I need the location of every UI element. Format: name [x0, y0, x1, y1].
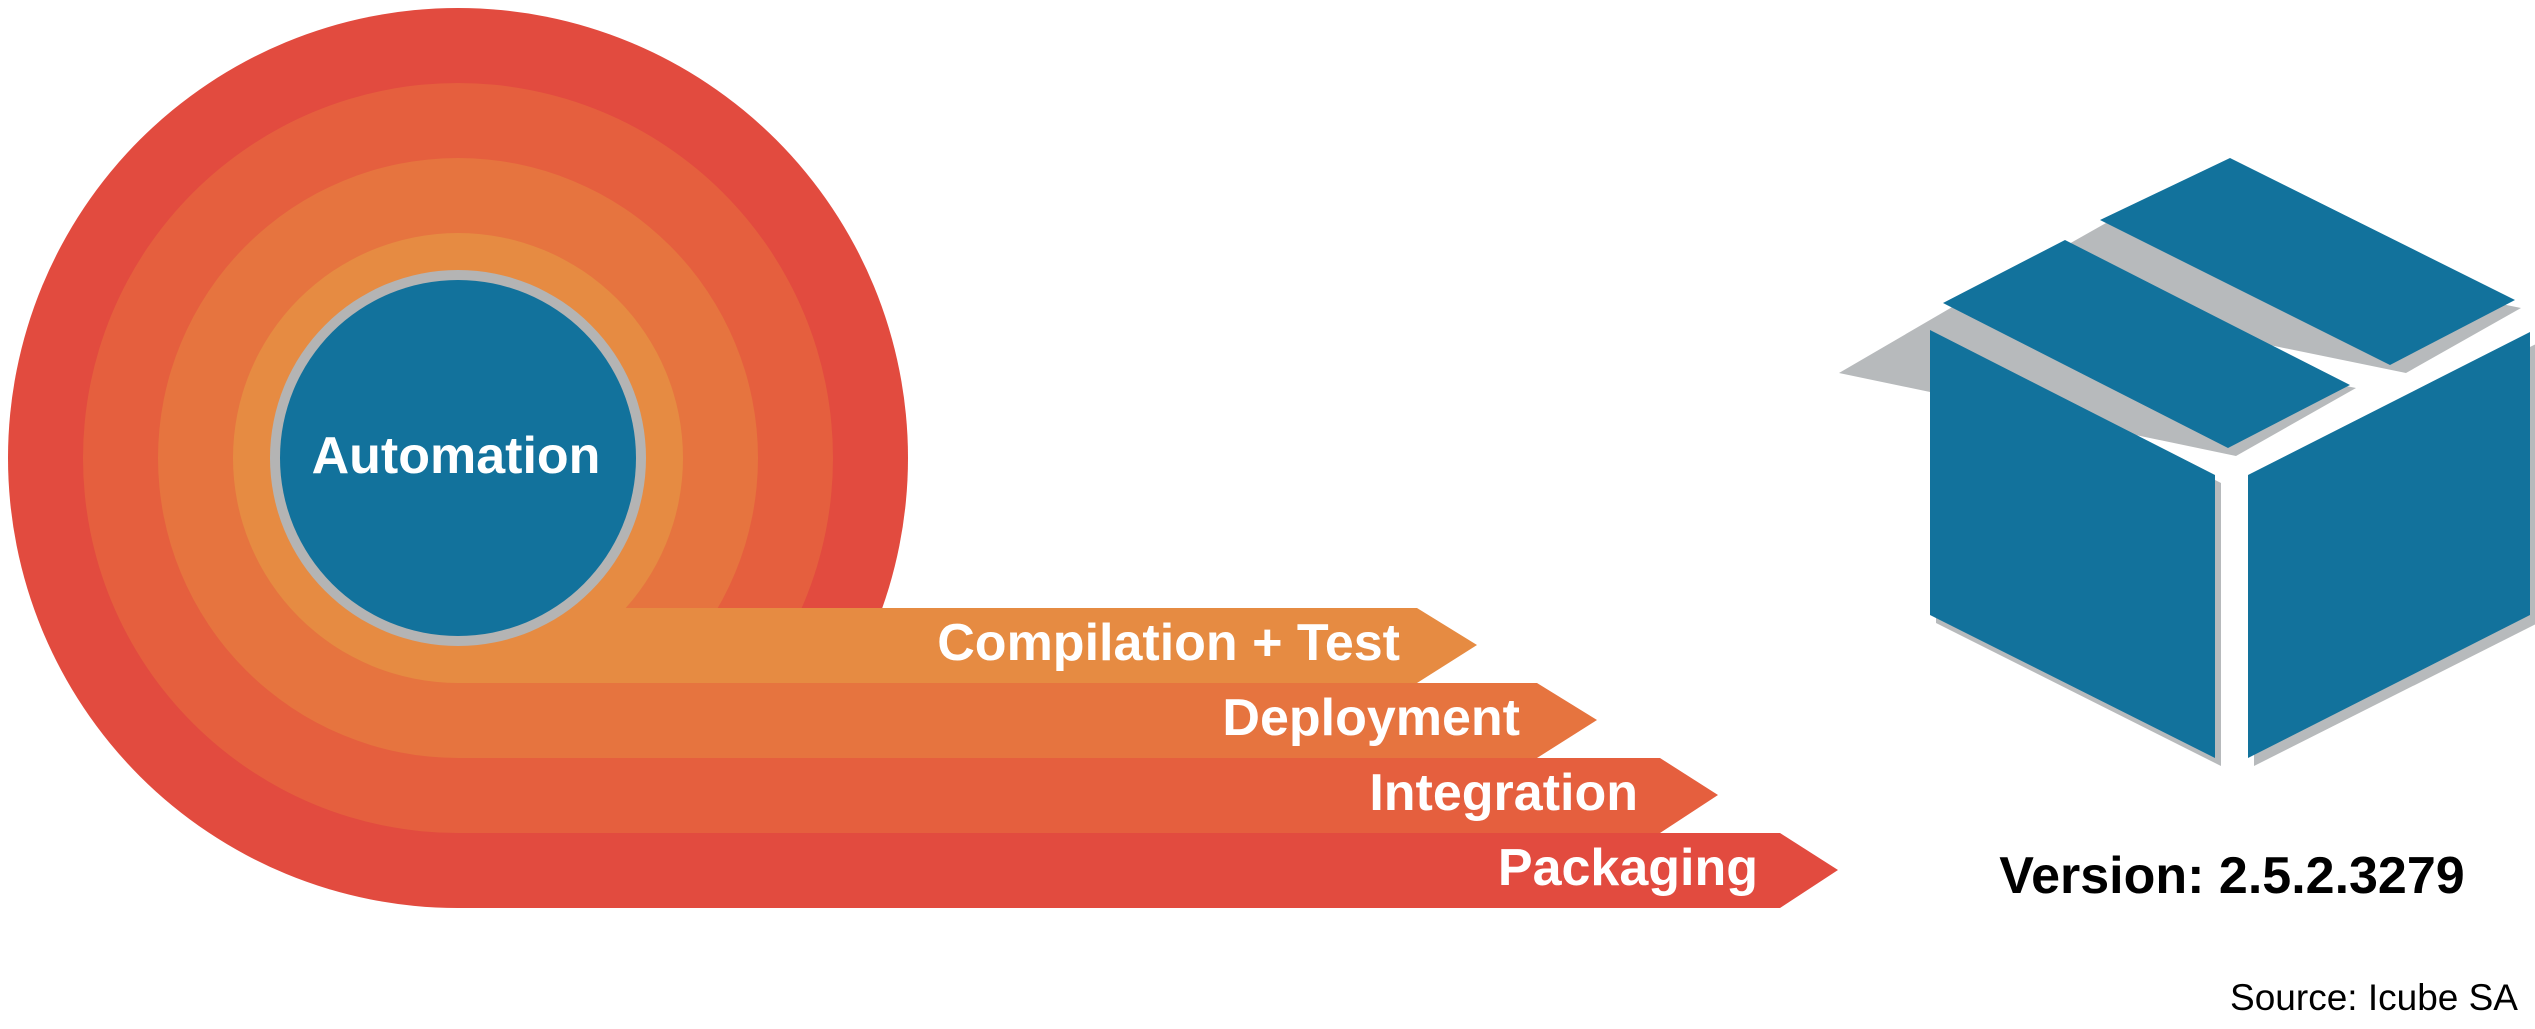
- stage-label-integration: Integration: [1369, 764, 1638, 822]
- box-flap-front: [1943, 240, 2350, 448]
- hub-circle: [280, 280, 636, 636]
- version-label: Version: 2.5.2.3279: [1999, 847, 2464, 905]
- stage-label-deployment: Deployment: [1222, 689, 1520, 747]
- package-box-icon: [1839, 158, 2535, 766]
- stage-label-packaging: Packaging: [1498, 839, 1758, 897]
- box-side-left: [1930, 330, 2215, 758]
- arrow-integration: [458, 758, 1718, 833]
- hub-label: Automation: [312, 427, 601, 485]
- box-flap-back: [2100, 158, 2515, 365]
- arrow-packaging: [458, 833, 1838, 908]
- box-side-right: [2248, 332, 2530, 758]
- source-note: Source: Icube SA: [2230, 977, 2518, 1018]
- arrow-deployment: [458, 683, 1597, 758]
- stage-label-compilation-test: Compilation + Test: [937, 614, 1400, 672]
- automation-hub: Automation: [270, 270, 646, 646]
- arrow-compilation-test: [458, 608, 1477, 683]
